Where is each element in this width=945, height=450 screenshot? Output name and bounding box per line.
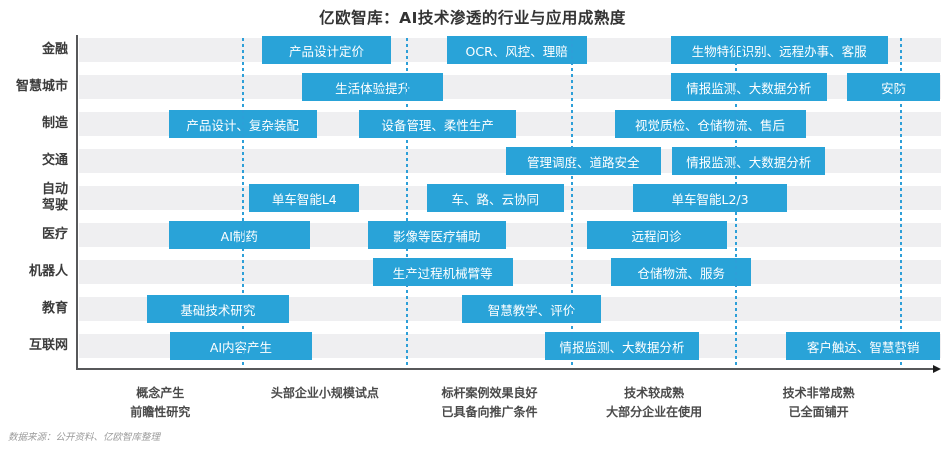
application-span: 车、路、云协同 [426,184,564,212]
application-span: 情报监测、大数据分析 [670,73,827,101]
stage-label: 技术非常成熟 已全面铺开 [782,386,855,419]
application-span: 仓储物流、服务 [611,258,752,286]
application-span: 客户触达、智慧营销 [785,332,941,360]
stage-boundary-dashed-line [570,38,573,368]
stage-label: 头部企业小规模试点 [270,386,379,400]
application-span: 远程问诊 [586,221,727,249]
application-span: 情报监测、大数据分析 [545,332,699,360]
application-span: 视觉质检、仓储物流、售后 [614,110,806,138]
application-span: 单车智能L4 [249,184,360,212]
industry-label: 智慧城市 [15,78,68,94]
application-span: AI内容产生 [170,332,312,360]
application-span: 设备管理、柔性生产 [359,110,516,138]
stage-boundary-dashed-line [735,38,738,368]
application-span: 生物特征识别、远程办事、客服 [670,36,888,64]
application-span: 影像等医疗辅助 [367,221,506,249]
application-span: 情报监测、大数据分析 [672,147,826,175]
source-note: 数据来源：公开资料、亿欧智库整理 [8,432,161,443]
stage-boundary-dashed-line [406,38,409,368]
industry-label: 互联网 [28,337,68,353]
industry-label: 教育 [41,300,68,316]
application-span: OCR、风控、理赔 [446,36,587,64]
application-span: 单车智能L2/3 [632,184,788,212]
application-span: AI制药 [168,221,311,249]
x-axis-line [76,368,933,370]
stage-boundary-dashed-line [241,38,244,368]
industry-label: 自动 驾驶 [41,181,68,213]
industry-label: 医疗 [41,226,68,242]
stage-label: 概念产生 前瞻性研究 [130,386,191,419]
application-span: 生产过程机械臂等 [372,258,513,286]
application-span: 智慧教学、评价 [461,295,602,323]
application-span: 产品设计定价 [262,36,391,64]
stage-label: 标杆案例效果良好 已具备向推广条件 [441,386,538,419]
application-span: 基础技术研究 [147,295,289,323]
industry-label: 机器人 [28,263,68,279]
industry-label: 制造 [41,115,68,131]
application-span: 安防 [846,73,941,101]
x-axis-arrow-icon [933,364,941,373]
industry-label: 金融 [41,41,68,57]
industry-label: 交通 [41,152,68,168]
chart-title: 亿欧智库：AI技术渗透的行业与应用成熟度 [319,9,626,27]
stage-boundary-dashed-line [900,38,902,368]
application-span: 生活体验提升 [301,73,444,101]
stage-label: 技术较成熟 大部分企业在使用 [606,386,703,419]
y-axis-line [76,35,78,370]
application-span: 管理调度、道路安全 [505,147,661,175]
